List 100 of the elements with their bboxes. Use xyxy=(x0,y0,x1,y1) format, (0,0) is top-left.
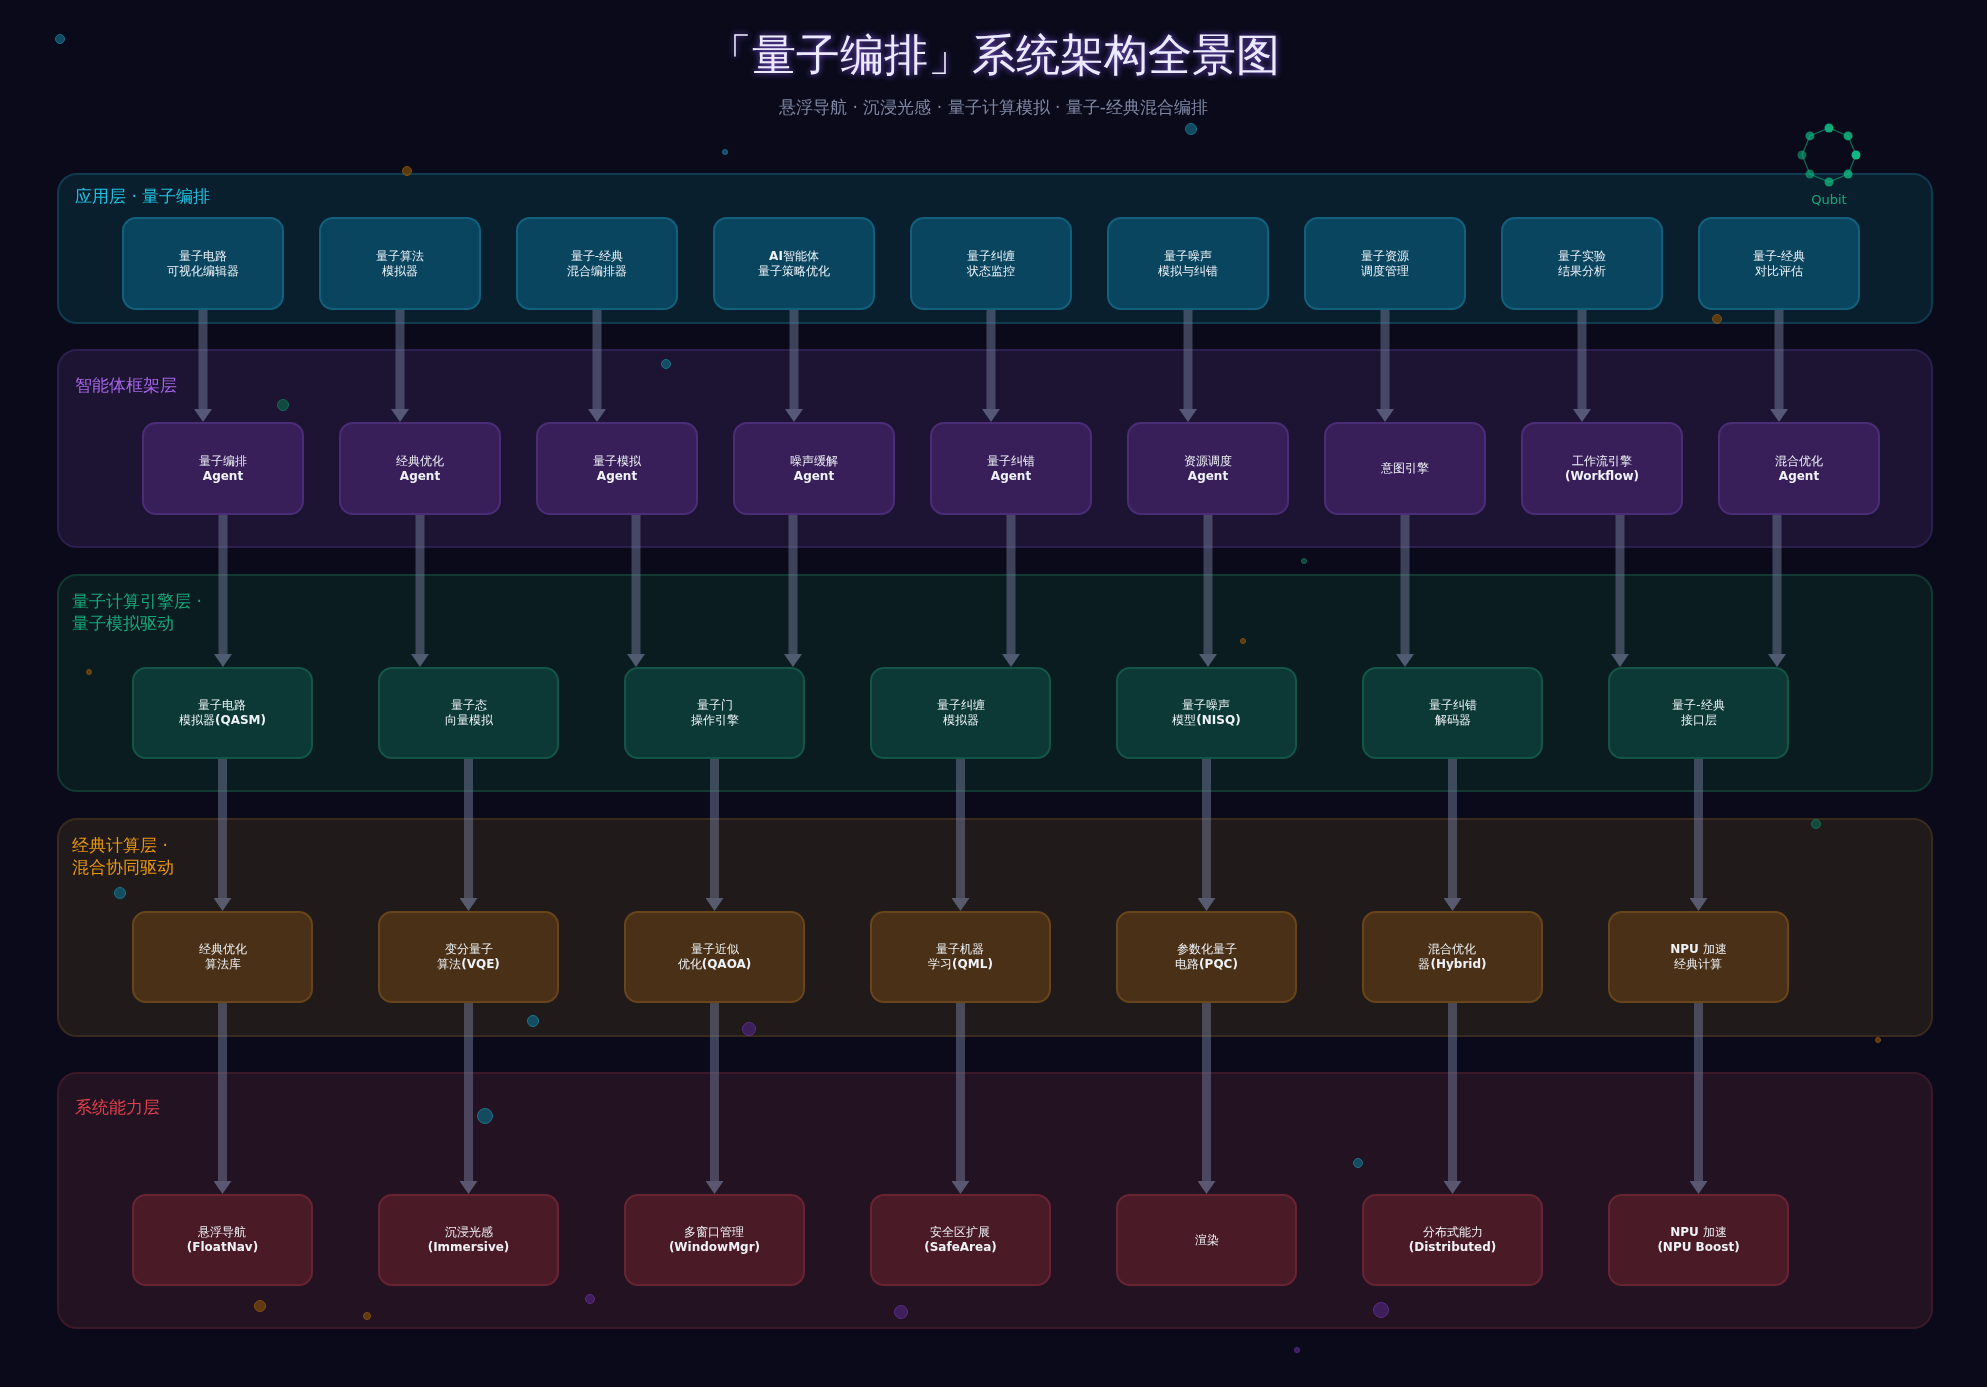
module-label: 量子噪声模型(NISQ) xyxy=(1172,698,1241,728)
module-label: 量子模拟 Agent xyxy=(593,453,641,484)
arrow xyxy=(213,759,232,911)
module-label: 混合优化器(Hybrid) xyxy=(1418,942,1487,972)
layer-title: 系统能力层 xyxy=(75,1096,160,1118)
module-card xyxy=(1107,217,1269,310)
arrow xyxy=(1768,515,1786,667)
module-card xyxy=(378,667,559,759)
module-card xyxy=(536,422,698,515)
module-label: 经典优化 Agent xyxy=(396,453,444,484)
module-label: 噪声缓解 Agent xyxy=(790,453,838,484)
module-label: AI智能体量子策略优化 xyxy=(758,248,830,279)
module-label: 量子门操作引擎 xyxy=(690,698,739,728)
module-label: 量子-经典混合编排器 xyxy=(567,248,627,279)
module-card xyxy=(132,1194,313,1286)
module-label: 量子-经典对比评估 xyxy=(1752,248,1806,279)
arrow xyxy=(411,515,429,667)
module-label: 量子资源调度管理 xyxy=(1361,248,1409,279)
module-card xyxy=(870,911,1051,1003)
subtitle: 悬浮导航 · 沉浸光感 · 量子计算模拟 · 量子-经典混合编排 xyxy=(779,96,1208,118)
module-label: 量子电路可视化编辑器 xyxy=(167,248,239,279)
module-label: 变分量子算法(VQE) xyxy=(437,942,500,972)
module-card xyxy=(1116,667,1297,759)
arrow xyxy=(1689,1003,1708,1194)
arrow xyxy=(784,515,802,667)
arrow xyxy=(1376,310,1394,422)
arrow xyxy=(705,759,724,911)
icon-caption: Qubit xyxy=(1811,191,1847,208)
arrow xyxy=(627,515,645,667)
module-card xyxy=(1362,1194,1543,1286)
module-card xyxy=(132,911,313,1003)
module-label: 经典优化算法库 xyxy=(198,942,247,972)
module-label: 量子编排 Agent xyxy=(199,453,247,484)
arrow xyxy=(1197,759,1216,911)
arrow xyxy=(459,1003,478,1194)
arrow xyxy=(588,310,606,422)
module-card xyxy=(1718,422,1880,515)
arrow xyxy=(213,1003,232,1194)
arrow xyxy=(1443,759,1462,911)
module-card xyxy=(733,422,895,515)
module-label: 量子实验结果分析 xyxy=(1558,248,1606,279)
module-label: 多窗口管理 (WindowMgr) xyxy=(668,1225,761,1255)
module-card xyxy=(516,217,678,310)
arrow xyxy=(1002,515,1020,667)
layer-title: 智能体框架层 xyxy=(75,374,177,396)
module-card xyxy=(1127,422,1289,515)
layer-title: 应用层 · 量子编排 xyxy=(75,185,211,207)
module-card xyxy=(624,1194,805,1286)
module-card xyxy=(1608,911,1789,1003)
module-card xyxy=(1608,1194,1789,1286)
module-card xyxy=(1116,1194,1297,1286)
module-label: 混合优化 Agent xyxy=(1775,453,1823,484)
module-card xyxy=(1521,422,1683,515)
module-card xyxy=(1116,911,1297,1003)
arrow xyxy=(951,1003,970,1194)
module-card xyxy=(870,667,1051,759)
arrow xyxy=(785,310,803,422)
layer-panel xyxy=(57,173,1933,324)
module-label: 安全区扩展 (SafeArea) xyxy=(924,1225,997,1255)
module-label: 渲染 xyxy=(1194,1232,1219,1248)
arrow xyxy=(1197,1003,1216,1194)
module-card xyxy=(1324,422,1486,515)
layer-panel xyxy=(57,1072,1933,1329)
module-label: 分布式能力 (Distributed) xyxy=(1408,1225,1497,1255)
layer-panel xyxy=(57,574,1933,792)
arrow xyxy=(1611,515,1629,667)
module-label: 沉浸光感 (Immersive) xyxy=(427,1225,510,1255)
arrow xyxy=(982,310,1000,422)
arrow xyxy=(1770,310,1788,422)
layer-title: 量子计算引擎层 · 量子模拟驱动 xyxy=(72,590,203,634)
diagram-title: 「量子编排」系统架构全景图 xyxy=(707,28,1280,82)
module-card xyxy=(142,422,304,515)
module-label: 量子纠缠状态监控 xyxy=(967,248,1015,279)
module-label: 量子电路模拟器(QASM) xyxy=(178,698,266,728)
module-card xyxy=(132,667,313,759)
module-label: 量子机器学习(QML) xyxy=(928,942,993,972)
module-card xyxy=(319,217,481,310)
module-card xyxy=(1608,667,1789,759)
arrow xyxy=(1396,515,1414,667)
module-label: 量子算法模拟器 xyxy=(376,248,424,279)
module-label: 悬浮导航 (FloatNav) xyxy=(186,1225,259,1255)
module-card xyxy=(1501,217,1663,310)
arrow xyxy=(1443,1003,1462,1194)
module-card xyxy=(339,422,501,515)
module-label: NPU 加速经典计算 xyxy=(1670,942,1727,972)
module-label: 参数化量子电路(PQC) xyxy=(1175,942,1238,972)
layer-panel xyxy=(57,349,1933,548)
module-label: 资源调度 Agent xyxy=(1184,453,1232,484)
layer-panel xyxy=(57,818,1933,1037)
arrow xyxy=(214,515,232,667)
module-label: 量子纠错 Agent xyxy=(987,453,1035,484)
module-label: 量子-经典接口层 xyxy=(1672,698,1725,728)
module-card xyxy=(624,911,805,1003)
module-label: 量子纠错解码器 xyxy=(1428,698,1477,728)
module-card xyxy=(378,911,559,1003)
arrow xyxy=(194,310,212,422)
module-label: NPU 加速 (NPU Boost) xyxy=(1657,1225,1740,1255)
arrow xyxy=(951,759,970,911)
layer-title: 经典计算层 · 混合协同驱动 xyxy=(72,834,175,878)
arrow xyxy=(705,1003,724,1194)
